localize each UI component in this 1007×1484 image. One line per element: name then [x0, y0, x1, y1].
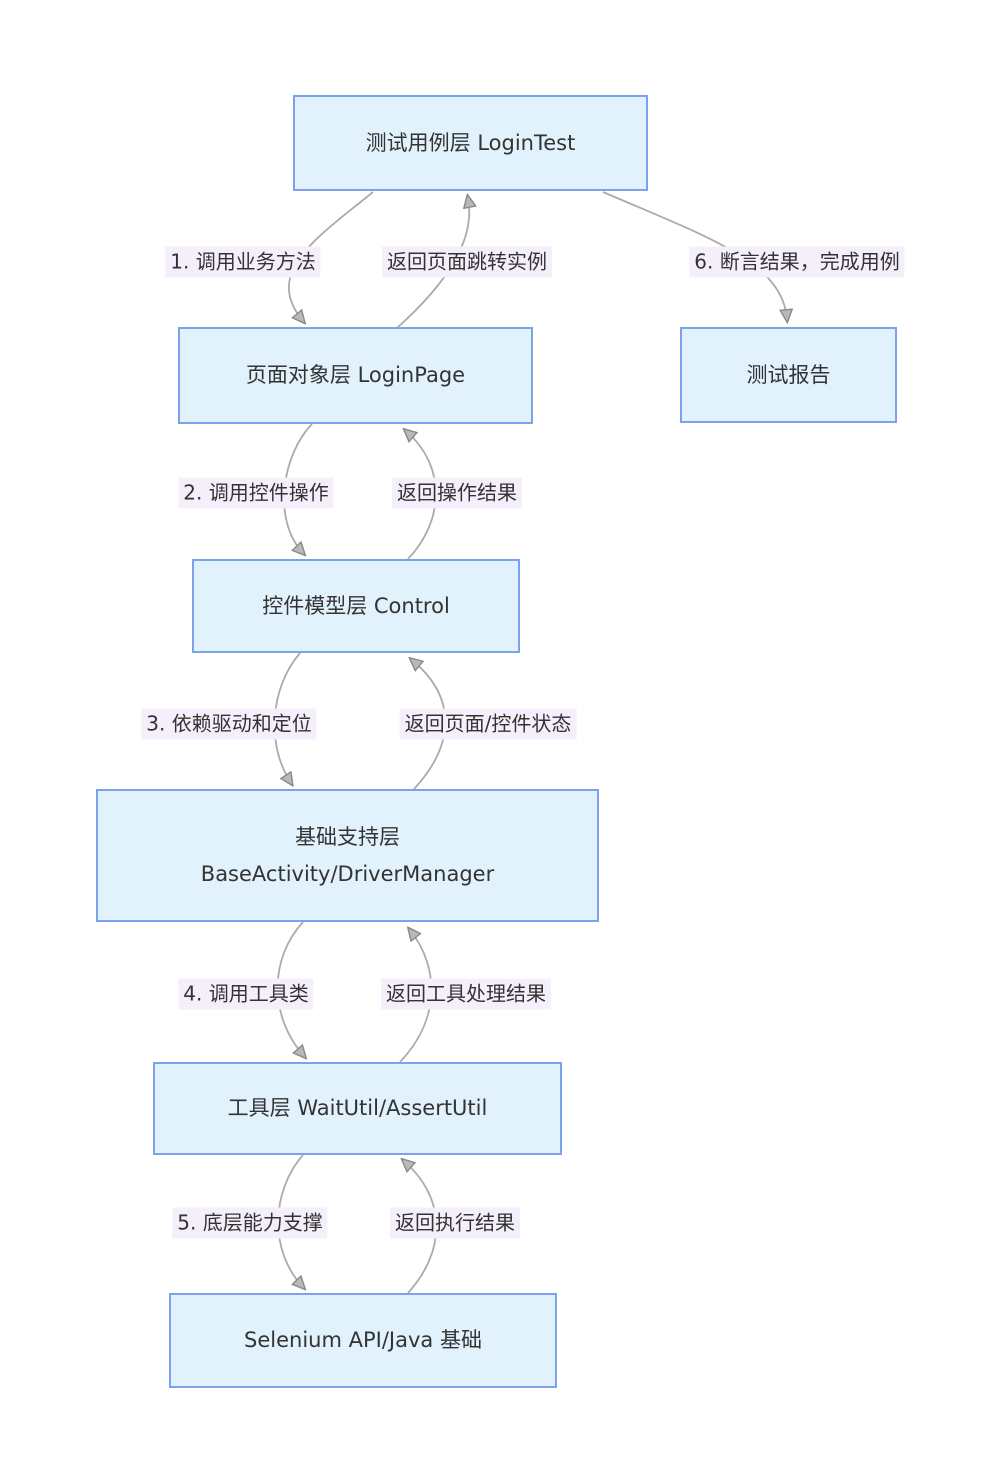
edge-label-low-level-support: 5. 底层能力支撑: [172, 1207, 328, 1239]
edge-label-assert-result: 6. 断言结果，完成用例: [689, 246, 905, 278]
node-selenium-base: Selenium API/Java 基础: [169, 1293, 557, 1388]
node-util-layer: 工具层 WaitUtil/AssertUtil: [153, 1062, 562, 1155]
edge-label-depend-driver-locator: 3. 依赖驱动和定位: [141, 708, 317, 740]
edge-label-call-utils: 4. 调用工具类: [178, 978, 314, 1010]
edge-label-return-action-result: 返回操作结果: [392, 477, 522, 509]
edge-label-return-page-control-state: 返回页面/控件状态: [399, 708, 577, 740]
edge-label-return-exec-result: 返回执行结果: [390, 1207, 520, 1239]
edge-label-return-page-instance: 返回页面跳转实例: [382, 246, 552, 278]
node-control-model-layer: 控件模型层 Control: [192, 559, 520, 653]
node-test-case-layer: 测试用例层 LoginTest: [293, 95, 648, 191]
edge-label-return-util-result: 返回工具处理结果: [381, 978, 551, 1010]
edge-label-call-business-method: 1. 调用业务方法: [165, 246, 321, 278]
node-page-object-layer: 页面对象层 LoginPage: [178, 327, 533, 424]
node-test-report: 测试报告: [680, 327, 897, 423]
edge-label-call-control-action: 2. 调用控件操作: [178, 477, 334, 509]
node-base-support-layer: 基础支持层 BaseActivity/DriverManager: [96, 789, 599, 922]
